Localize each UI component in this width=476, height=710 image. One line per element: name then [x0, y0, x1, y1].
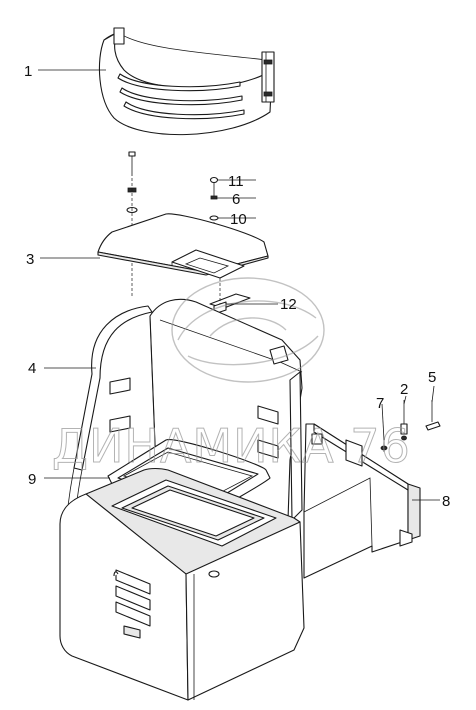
- callout-1: 1: [24, 63, 32, 80]
- front-lower-box: [59, 467, 305, 701]
- callout-5: 5: [428, 369, 436, 386]
- callout-10: 10: [230, 211, 247, 228]
- part-1-curved-guard: [98, 27, 275, 136]
- part-8-side-panel: [303, 423, 421, 579]
- watermark-logo: [171, 277, 325, 383]
- bolt-stack-left: [126, 151, 138, 296]
- fasteners-7-2-5: [380, 400, 441, 452]
- watermark-text: ДИНАМИКА 76: [52, 419, 411, 473]
- callout-4: 4: [28, 360, 36, 377]
- callout-3: 3: [26, 251, 34, 268]
- callout-6: 6: [232, 191, 240, 208]
- callout-8: 8: [442, 493, 450, 510]
- callout-11: 11: [228, 173, 244, 190]
- callout-2: 2: [400, 381, 408, 398]
- callout-7: 7: [376, 395, 384, 412]
- callout-12: 12: [280, 296, 297, 313]
- callout-9: 9: [28, 471, 36, 488]
- part-3-top-cover: [97, 213, 269, 279]
- leader-lines: [38, 69, 440, 501]
